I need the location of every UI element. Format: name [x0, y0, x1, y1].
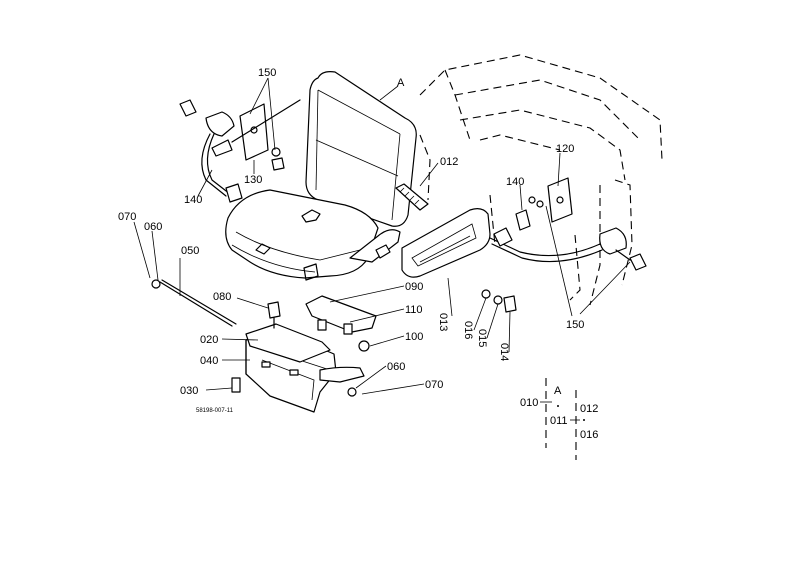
small-fasteners [151, 147, 517, 397]
legend-010: 010 [520, 397, 538, 409]
seatbelt-left [179, 99, 301, 203]
label-100: 100 [405, 331, 423, 343]
armrest-013 [401, 208, 491, 278]
washer-060-bottom-icon [347, 387, 357, 397]
label-030: 030 [180, 385, 198, 397]
label-150-top: 150 [258, 67, 276, 79]
hinge-bracket [349, 229, 401, 263]
legend-016: 016 [580, 429, 598, 441]
label-060-left: 060 [144, 221, 162, 233]
label-014: 014 [498, 343, 510, 361]
washer-060-left-icon [151, 279, 161, 289]
seat-backrest [305, 71, 417, 227]
label-120: 120 [556, 143, 574, 155]
leader-lines [133, 77, 631, 395]
bolt-080-icon [267, 301, 281, 319]
bolt-030-icon [231, 377, 241, 393]
label-110: 110 [405, 304, 423, 316]
seat-cushion [225, 189, 379, 281]
bolt-right-end-icon [629, 253, 647, 271]
legend-a: A [554, 385, 562, 397]
washer-015-icon [493, 295, 503, 305]
drawing-code: 58198-007-11 [196, 408, 234, 414]
washer-016-icon [481, 289, 491, 299]
seatbelt-right [489, 177, 647, 271]
nut-100-icon [358, 340, 370, 352]
label-012-top: 012 [440, 156, 458, 168]
label-150-right: 150 [566, 319, 584, 331]
washer-130-icon [271, 147, 281, 157]
label-080: 080 [213, 291, 231, 303]
label-013: 013 [437, 313, 449, 331]
slide-bracket-110 [305, 295, 377, 335]
adjusting-lever [319, 366, 365, 383]
label-020: 020 [200, 334, 218, 346]
label-130: 130 [244, 174, 262, 186]
label-140-right: 140 [506, 176, 524, 188]
callout-labels: A 150 140 130 012 120 140 150 070 060 05… [118, 67, 584, 414]
label-060-bottom: 060 [387, 361, 405, 373]
legend-011: 011 [550, 415, 568, 427]
tractor-body-outline [419, 54, 663, 306]
plate-020 [245, 323, 331, 363]
label-070-bottom: 070 [425, 379, 443, 391]
label-040: 040 [200, 355, 218, 367]
nut-014-icon [503, 295, 517, 313]
label-016: 016 [462, 321, 474, 339]
label-050: 050 [181, 245, 199, 257]
label-090: 090 [405, 281, 423, 293]
label-140-left: 140 [184, 194, 202, 206]
bolt-top-left-icon [179, 99, 197, 117]
label-015: 015 [476, 329, 488, 347]
bolt-012 [395, 183, 429, 211]
bolt-140-right-icon [515, 209, 531, 231]
label-a-top: A [397, 77, 405, 89]
nut-130-icon [271, 157, 285, 171]
legend-012: 012 [580, 403, 598, 415]
rod-050 [159, 279, 237, 327]
assembly-legend: 010 A 011 012 016 [520, 378, 598, 460]
label-070-left: 070 [118, 211, 136, 223]
